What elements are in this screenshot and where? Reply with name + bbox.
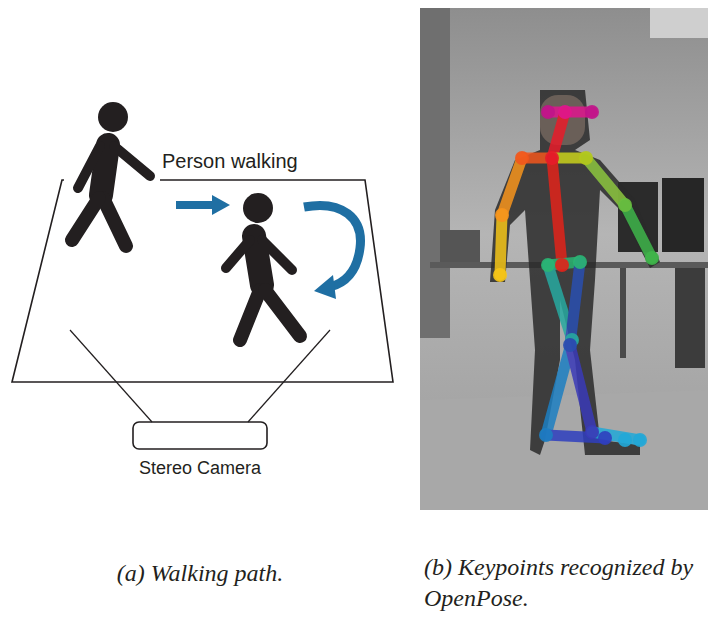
walk-arrow — [176, 201, 214, 209]
keypoints — [493, 105, 659, 447]
skeleton — [500, 112, 652, 440]
icon-ground — [64, 98, 160, 258]
photo — [420, 8, 708, 510]
camera-body — [133, 422, 267, 449]
person-head — [243, 193, 273, 223]
arrow-head — [212, 195, 230, 215]
camera-label: Stereo Camera — [139, 457, 261, 480]
person-head — [98, 102, 128, 132]
view-line — [248, 330, 330, 422]
arrow-head — [314, 275, 336, 299]
view-line — [70, 330, 152, 422]
person-icon — [72, 145, 150, 246]
turn-arrow — [304, 205, 360, 287]
person-icon — [226, 236, 300, 340]
subfigure-caption: (b) Keypoints recognized by OpenPose. — [424, 552, 704, 614]
subfigure-caption: (a) Walking path. — [117, 558, 283, 589]
person-label: Person walking — [162, 148, 298, 174]
